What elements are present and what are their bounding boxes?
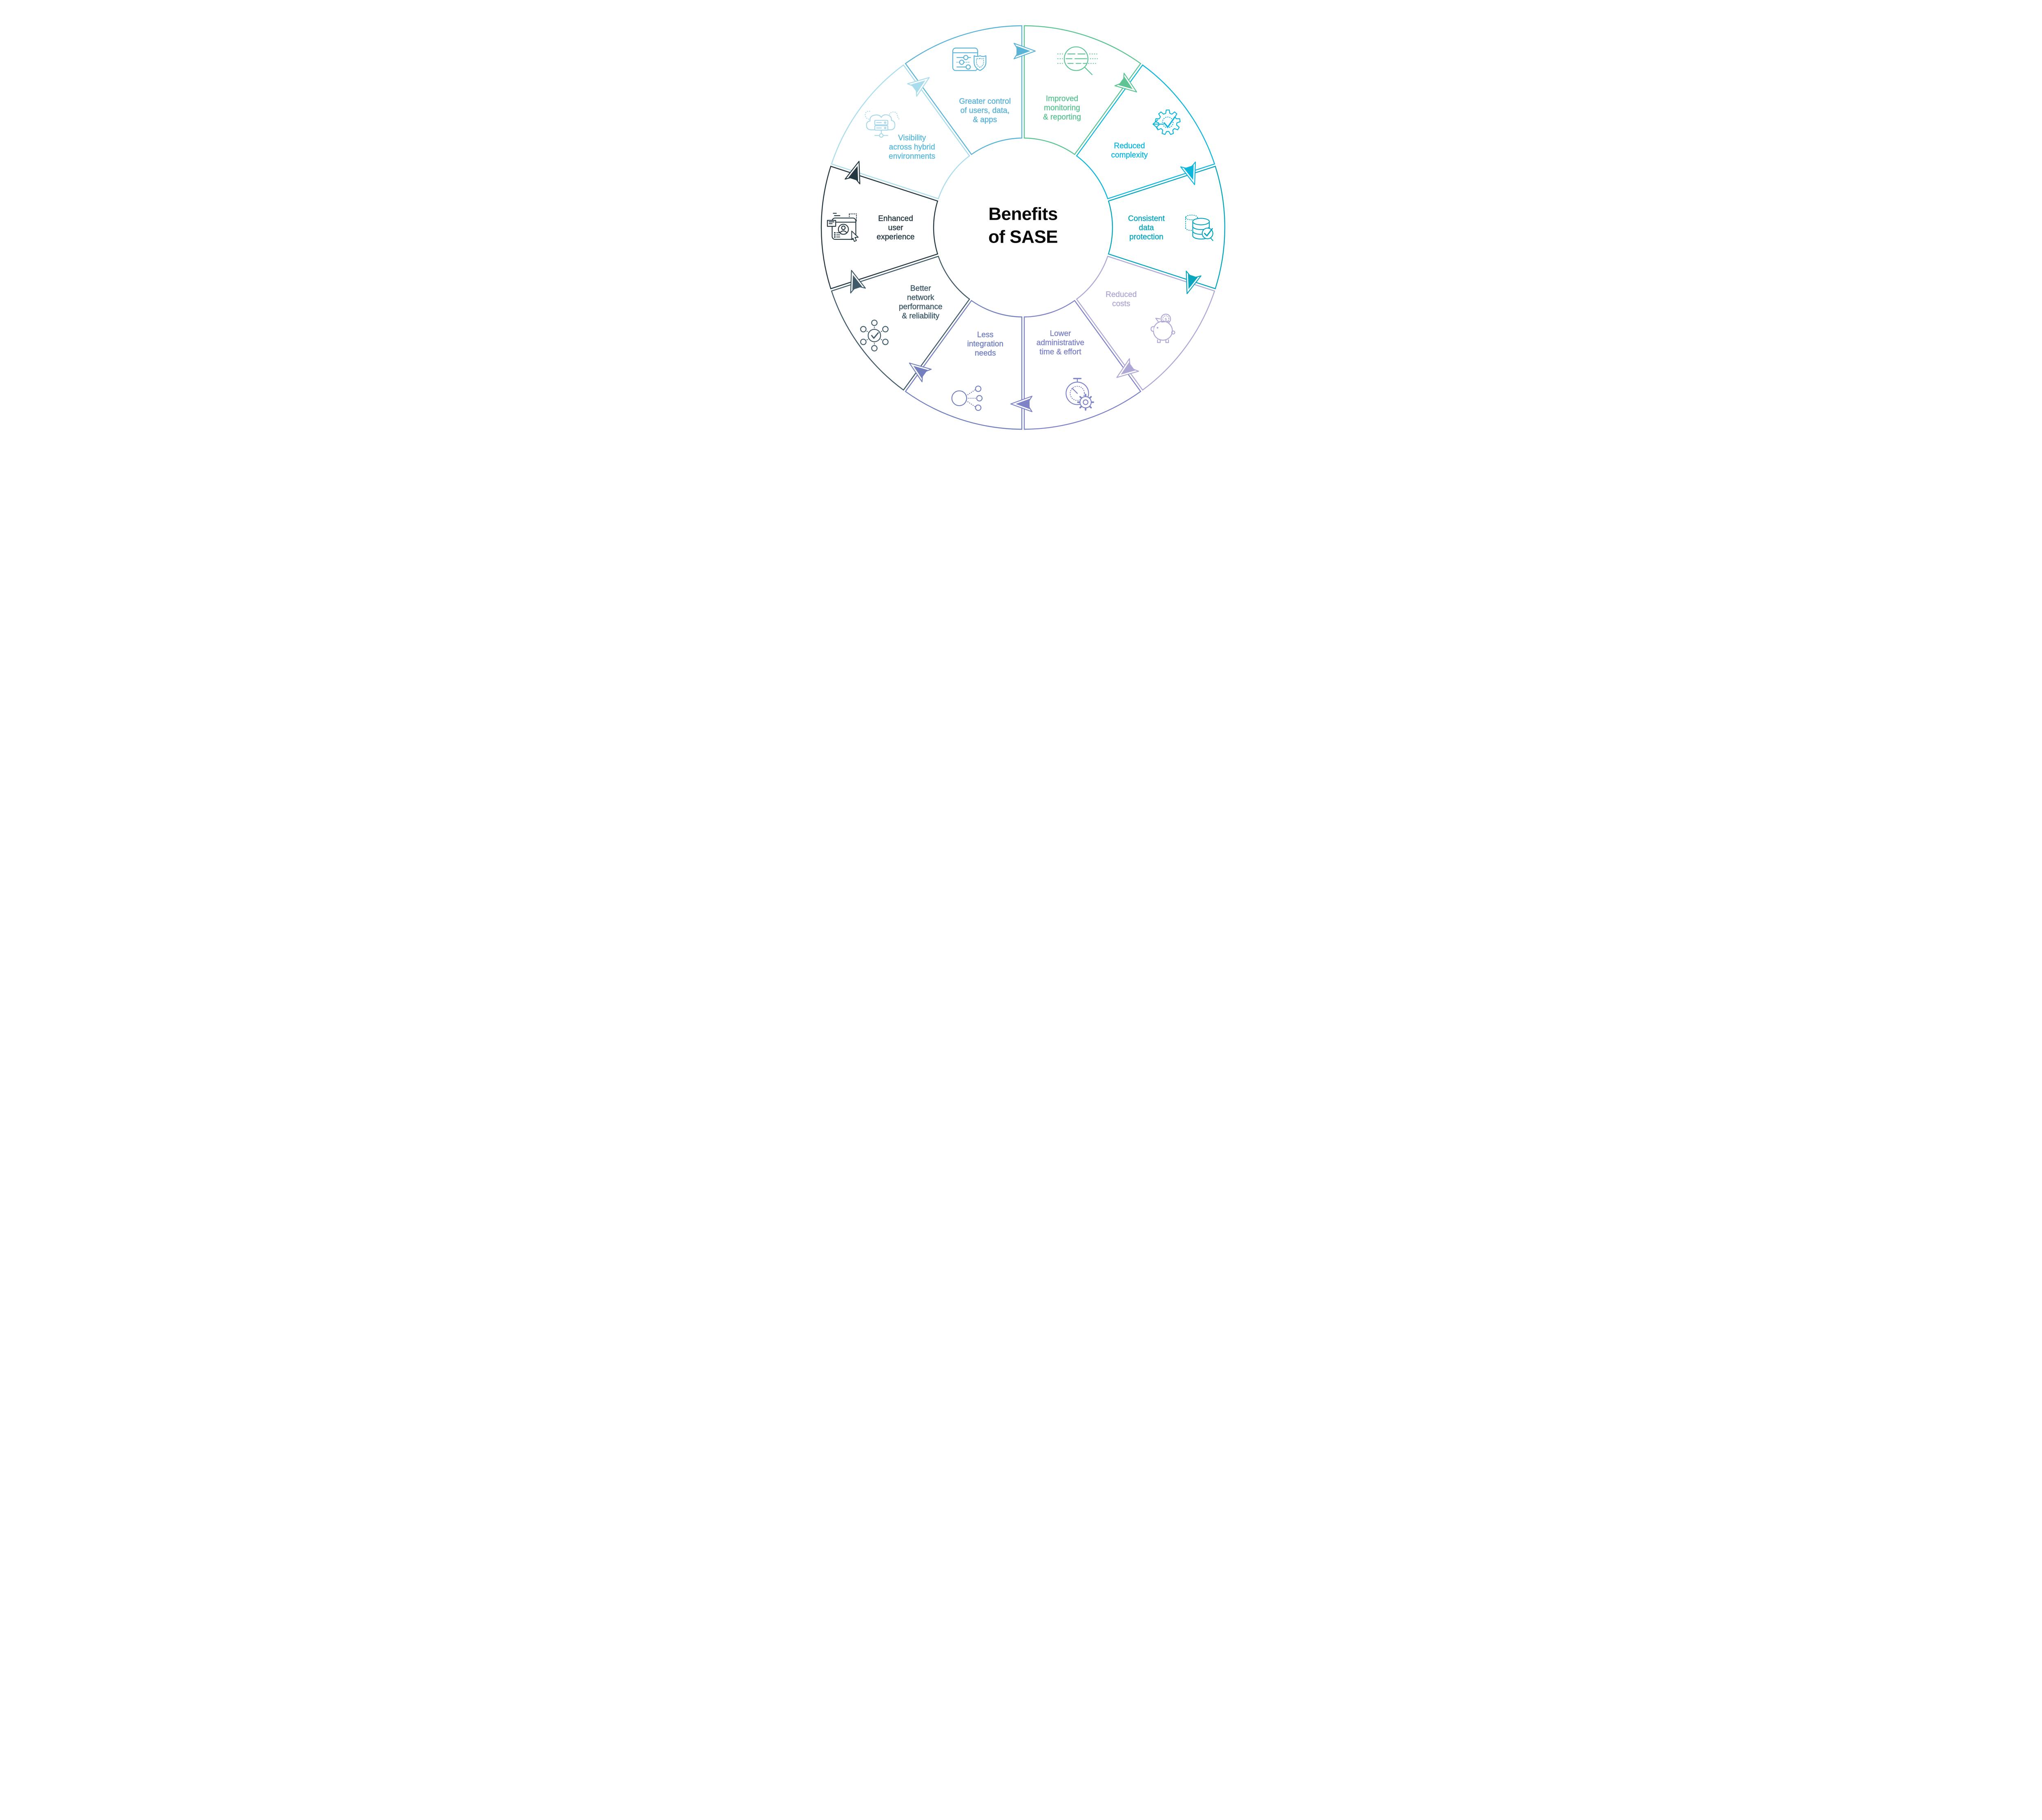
node-fanout-icon [951, 386, 983, 411]
magnifier-scan-icon [1057, 46, 1098, 75]
wheel-center-title: Benefits of SASE [988, 203, 1058, 249]
segment-enhanced-user-experience [820, 165, 939, 290]
clockwise-arrow-icon [1186, 270, 1202, 294]
benefits-of-sase-infographic: $ [766, 0, 1276, 455]
segment-lower-administrative-time-effort [1023, 300, 1141, 430]
title-line-2: of SASE [988, 227, 1058, 247]
segment-better-network-performance-reliability [831, 256, 970, 391]
clockwise-arrow-icon [1010, 395, 1033, 413]
segment-improved-monitoring-reporting [1023, 25, 1141, 155]
svg-text:$: $ [1165, 317, 1167, 321]
piggy-bank-icon: $ [1150, 314, 1175, 343]
title-line-1: Benefits [988, 204, 1058, 224]
segment-reduced-costs [1076, 256, 1215, 391]
clockwise-arrow-icon [1116, 358, 1139, 378]
clockwise-arrow-icon [909, 362, 932, 382]
segment-reduced-complexity [1076, 64, 1215, 199]
sliders-shield-icon [952, 47, 987, 71]
network-hub-check-icon [860, 319, 889, 352]
clockwise-arrow-icon [1114, 73, 1137, 93]
segment-visibility-across-hybrid-environments [831, 64, 970, 199]
clockwise-arrow-icon [845, 161, 860, 185]
gear-check-arrow-icon [1153, 109, 1181, 135]
segment-less-integration-needs [905, 300, 1023, 430]
clockwise-arrow-icon [907, 77, 930, 97]
database-check-icon [1185, 214, 1213, 241]
user-window-cursor-icon [827, 213, 859, 242]
clockwise-arrow-icon [850, 270, 866, 294]
cloud-servers-icon [865, 111, 900, 138]
clockwise-arrow-icon [1013, 42, 1036, 60]
clockwise-arrow-icon [1180, 161, 1196, 185]
segment-consistent-data-protection [1108, 165, 1226, 290]
stopwatch-gear-icon [1066, 378, 1094, 411]
segment-greater-control-users-data-apps [905, 25, 1023, 155]
benefits-wheel-diagram: $ [820, 25, 1226, 430]
